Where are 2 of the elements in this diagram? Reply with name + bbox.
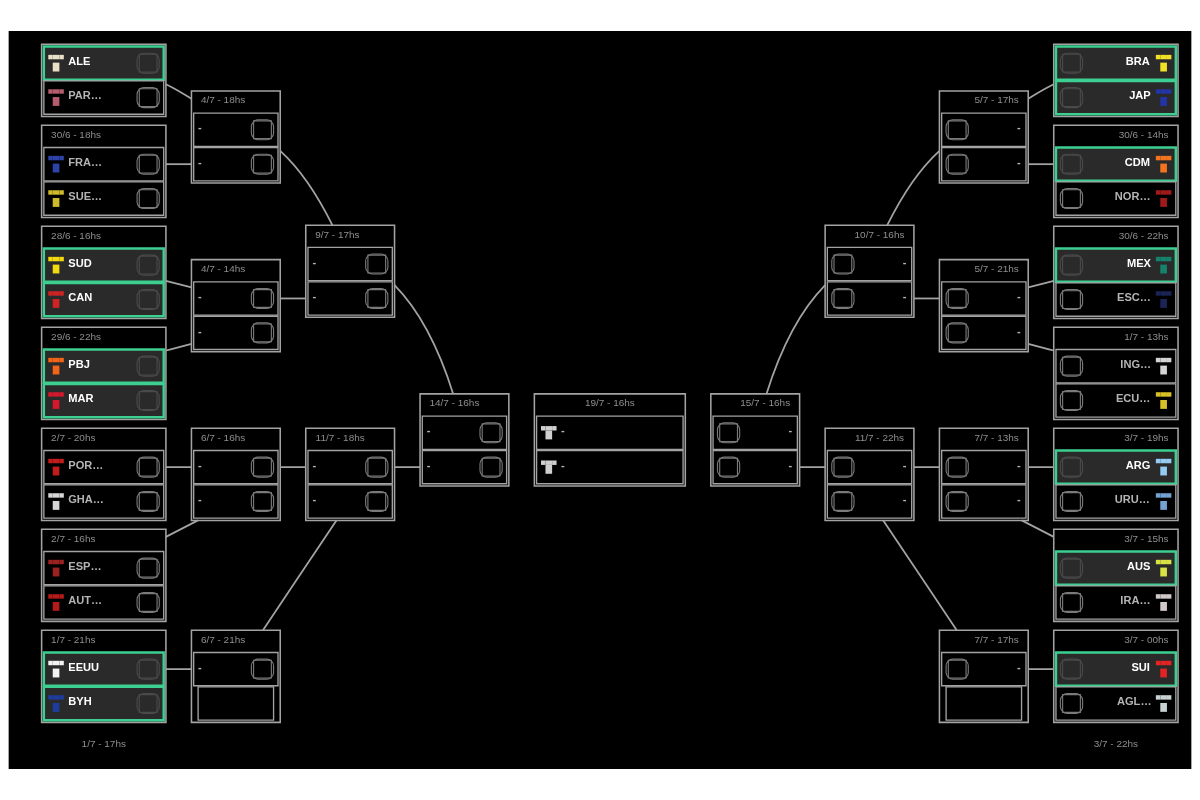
label: 3/7 - 22hs [1093,738,1139,750]
label: 1/7 - 17hs [81,738,126,750]
